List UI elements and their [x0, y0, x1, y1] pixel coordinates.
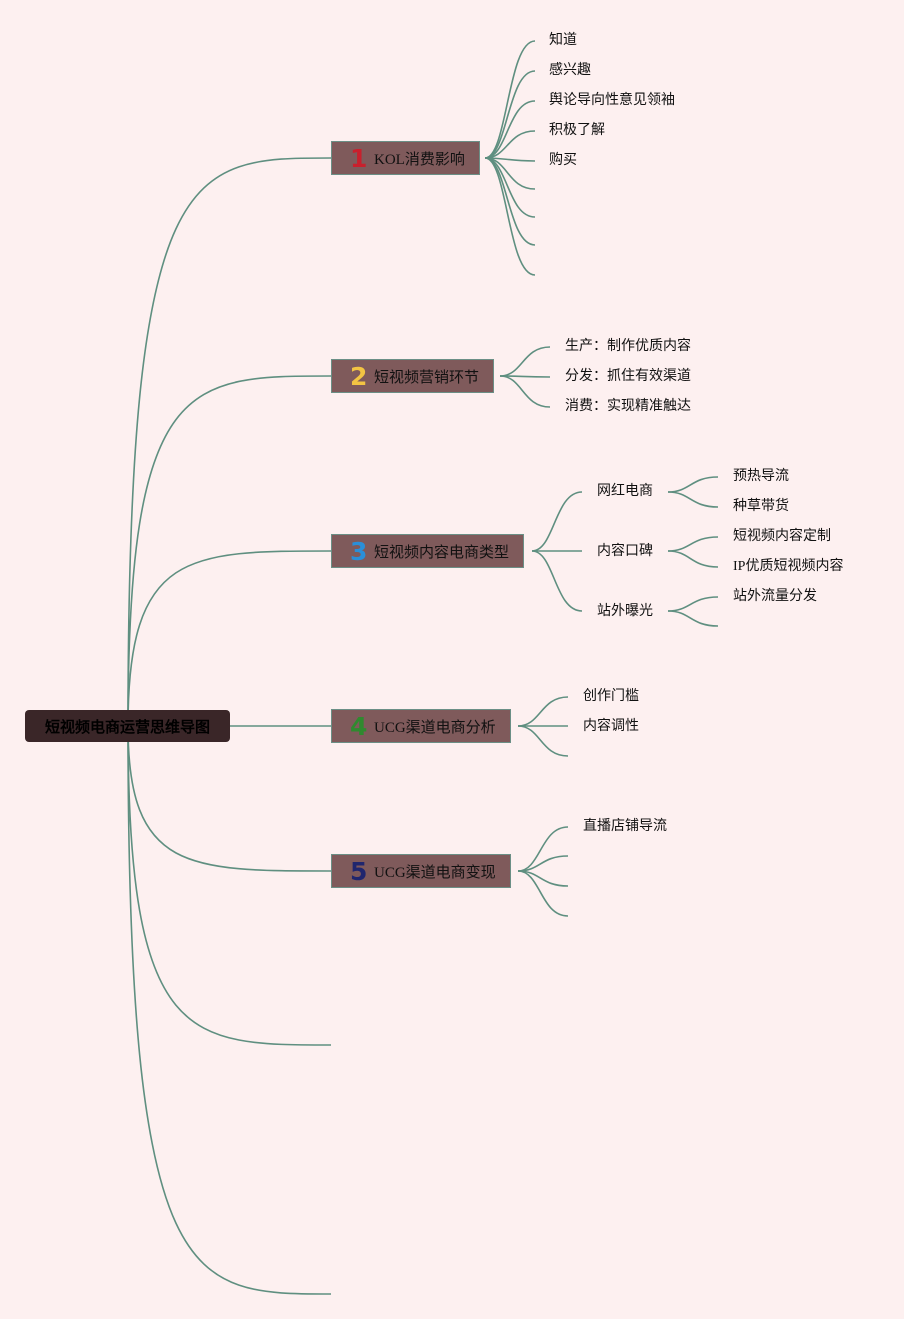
connector-line — [127, 375, 332, 727]
connector-line — [484, 40, 536, 159]
root-node[interactable]: 短视频电商运营思维导图 — [25, 710, 230, 742]
branch-1-leaf[interactable]: 购买 — [549, 153, 577, 168]
connector-line — [667, 610, 719, 627]
branch-3-subgroup[interactable]: 站外曝光 — [597, 604, 653, 619]
branch-3-leaf[interactable]: 站外流量分发 — [733, 589, 817, 604]
number-4-icon: 4 — [350, 711, 368, 741]
root-label: 短视频电商运营思维导图 — [44, 717, 210, 736]
connector-line — [484, 100, 536, 159]
branch-3-leaf[interactable]: 预热导流 — [733, 469, 789, 484]
branch-5-node[interactable]: 5 UCG渠道电商变现 — [331, 854, 511, 888]
connector-line — [517, 870, 569, 917]
branch-1-leaf[interactable]: 感兴趣 — [549, 63, 591, 78]
branch-2-leaf[interactable]: 分发：抓住有效渠道 — [565, 369, 691, 384]
connector-line — [499, 346, 551, 377]
branch-2-leaf[interactable]: 消费：实现精准触达 — [565, 399, 691, 414]
connector-line — [667, 476, 719, 493]
connector-line — [531, 550, 583, 612]
number-2-icon: 2 — [350, 361, 368, 391]
branch-4-node[interactable]: 4 UCG渠道电商分析 — [331, 709, 511, 743]
branch-4-label: UCG渠道电商分析 — [374, 719, 496, 736]
branch-2-label: 短视频营销环节 — [374, 369, 480, 386]
connector-line — [127, 157, 332, 727]
branch-5-label: UCG渠道电商变现 — [374, 864, 496, 881]
connector-line — [667, 491, 719, 508]
branch-3-subgroup[interactable]: 网红电商 — [597, 484, 653, 499]
number-3-icon: 3 — [350, 536, 368, 566]
connector-line — [127, 550, 332, 727]
branch-3-leaf[interactable]: IP优质短视频内容 — [733, 559, 844, 574]
branch-3-leaf[interactable]: 种草带货 — [733, 499, 789, 514]
branch-3-subgroup[interactable]: 内容口碑 — [597, 544, 653, 559]
branch-1-leaf[interactable]: 舆论导向性意见领袖 — [549, 93, 675, 108]
connector-line — [127, 725, 332, 1046]
connector-line — [484, 157, 536, 276]
branch-5-leaf[interactable]: 直播店铺导流 — [583, 819, 667, 834]
branch-4-leaf[interactable]: 创作门槛 — [583, 689, 639, 704]
branch-1-leaf[interactable]: 积极了解 — [549, 123, 605, 138]
branch-2-node[interactable]: 2 短视频营销环节 — [331, 359, 495, 393]
connector-line — [127, 725, 332, 872]
number-5-icon: 5 — [350, 856, 368, 886]
branch-1-node[interactable]: 1 KOL消费影响 — [331, 141, 480, 175]
connector-line — [667, 536, 719, 552]
branch-1-leaf[interactable]: 知道 — [549, 33, 577, 48]
branch-4-leaf[interactable]: 内容调性 — [583, 719, 639, 734]
connector-line — [499, 375, 551, 408]
branch-1-label: KOL消费影响 — [374, 151, 465, 168]
connector-line — [484, 130, 536, 159]
connector-line — [667, 596, 719, 612]
connector-line — [484, 70, 536, 159]
connector-line — [531, 491, 583, 552]
connector-line — [517, 696, 569, 727]
branch-3-node[interactable]: 3 短视频内容电商类型 — [331, 534, 525, 568]
branch-2-leaf[interactable]: 生产：制作优质内容 — [565, 339, 691, 354]
connector-line — [667, 550, 719, 568]
connector-line — [484, 157, 536, 246]
branch-3-label: 短视频内容电商类型 — [374, 544, 510, 561]
connector-line — [517, 725, 569, 757]
connector-line — [517, 826, 569, 872]
branch-3-leaf[interactable]: 短视频内容定制 — [733, 529, 831, 544]
connector-line — [127, 725, 332, 1295]
number-1-icon: 1 — [350, 143, 368, 173]
